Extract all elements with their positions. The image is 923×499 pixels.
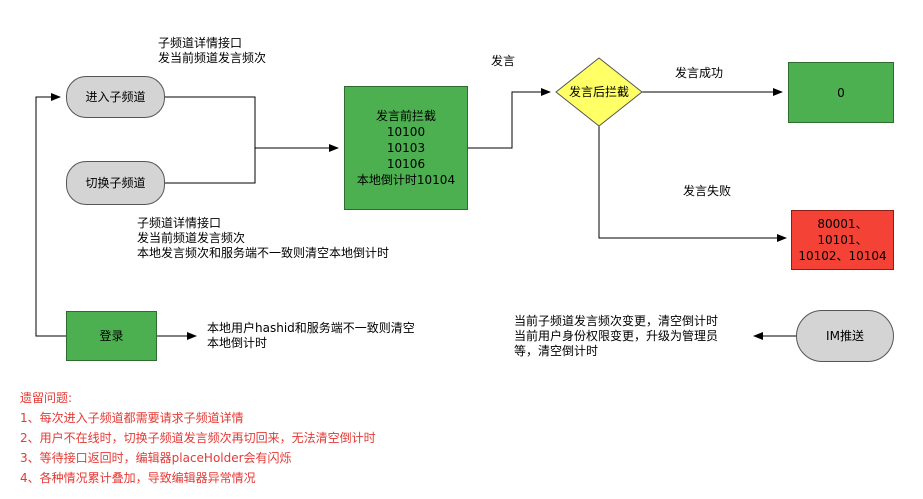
note-line: 发当前频道发言频次 xyxy=(137,231,246,245)
edge-switch-to-intercept xyxy=(165,148,256,184)
edge-login-to-enter xyxy=(35,93,66,337)
edge-enter-to-intercept xyxy=(165,96,339,152)
login-note: 本地用户hashid和服务端不一致则清空 本地倒计时 xyxy=(207,321,415,351)
note-line: 等，清空倒计时 xyxy=(514,344,599,358)
enter-subchannel-label: 进入子频道 xyxy=(85,90,146,104)
intercept-line: 本地倒计时10104 xyxy=(356,173,456,187)
middle-note: 子频道详情接口 发当前频道发言频次 本地发言频次和服务端不一致则清空本地倒计时 xyxy=(137,216,389,261)
pre-send-intercept-node: 发言前拦截 10100 10103 10106 本地倒计时10104 xyxy=(344,86,468,210)
intercept-line: 发言前拦截 xyxy=(375,109,436,123)
switch-subchannel-node: 切换子频道 xyxy=(66,161,165,205)
edge-intercept-to-decision xyxy=(468,88,551,149)
top-note: 子频道详情接口 发当前频道发言频次 xyxy=(158,36,266,66)
login-label: 登录 xyxy=(99,329,124,343)
note-line: 子频道详情接口 xyxy=(158,36,243,50)
issues-title: 遗留问题: xyxy=(20,391,73,405)
intercept-line: 10103 xyxy=(386,141,426,155)
note-line: 本地倒计时 xyxy=(207,336,268,350)
issue-item: 4、各种情况累计叠加，导致编辑器异常情况 xyxy=(20,471,256,485)
edge-decision-to-fail xyxy=(598,126,787,242)
speak-label: 发言 xyxy=(491,54,516,68)
note-line: 本地发言频次和服务端不一致则清空本地倒计时 xyxy=(137,246,390,260)
fail-code-line: 80001、 xyxy=(817,217,868,231)
decision-label: 发言后拦截 xyxy=(568,85,629,99)
im-push-node: IM推送 xyxy=(796,310,894,362)
switch-subchannel-label: 切换子频道 xyxy=(85,176,146,190)
decision-diamond xyxy=(555,57,643,127)
enter-subchannel-node: 进入子频道 xyxy=(66,76,165,118)
im-push-label: IM推送 xyxy=(826,329,864,343)
fail-edge-label: 发言失败 xyxy=(683,184,732,198)
note-line: 子频道详情接口 xyxy=(137,216,222,230)
intercept-line: 10106 xyxy=(386,157,426,171)
success-value: 0 xyxy=(837,85,845,100)
success-edge-label: 发言成功 xyxy=(675,66,724,80)
note-line: 当前子频道发言频次变更，清空倒计时 xyxy=(514,314,719,328)
issue-item: 2、用户不在线时，切换子频道发言频次再切回来，无法清空倒计时 xyxy=(20,431,376,445)
note-line: 本地用户hashid和服务端不一致则清空 xyxy=(207,321,415,335)
fail-code-line: 10101、 xyxy=(817,233,868,247)
fail-code-line: 10102、10104 xyxy=(798,249,887,263)
issue-item: 3、等待接口返回时，编辑器placeHolder会有闪烁 xyxy=(20,451,292,465)
success-node: 0 xyxy=(788,62,894,123)
fail-node: 80001、 10101、 10102、10104 xyxy=(791,210,894,270)
issue-item: 1、每次进入子频道都需要请求子频道详情 xyxy=(20,411,244,425)
note-line: 当前用户身份权限变更，升级为管理员 xyxy=(514,329,719,343)
open-issues: 遗留问题: 1、每次进入子频道都需要请求子频道详情 2、用户不在线时，切换子频道… xyxy=(20,388,376,488)
decision-label-box: 发言后拦截 xyxy=(556,80,642,104)
intercept-line: 10100 xyxy=(386,125,426,139)
note-line: 发当前频道发言频次 xyxy=(158,51,267,65)
login-node: 登录 xyxy=(66,311,157,361)
im-note: 当前子频道发言频次变更，清空倒计时 当前用户身份权限变更，升级为管理员 等，清空… xyxy=(514,314,718,359)
